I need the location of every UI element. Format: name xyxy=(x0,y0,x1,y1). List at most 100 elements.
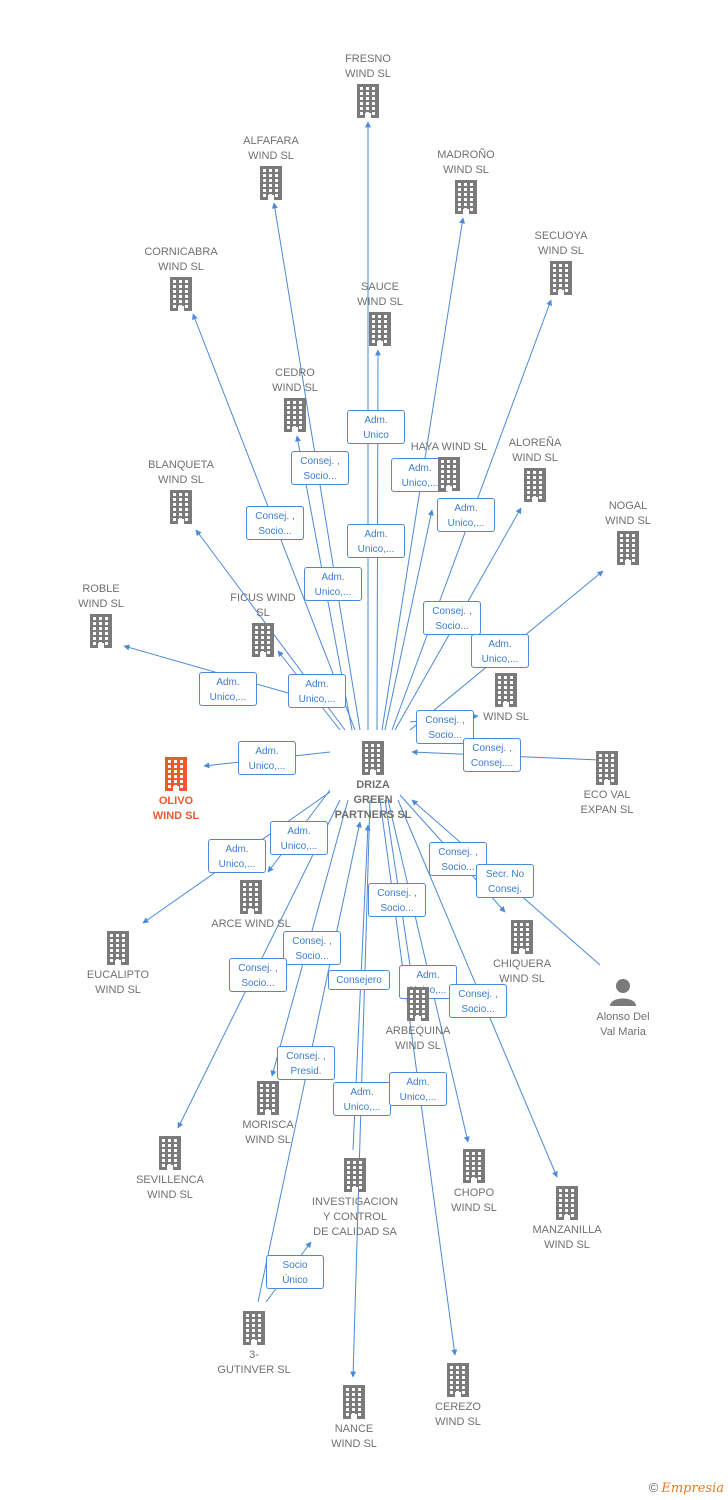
node-chopo[interactable]: CHOPO WIND SL xyxy=(414,1149,534,1216)
building-icon xyxy=(194,1311,314,1345)
node-manzanilla[interactable]: MANZANILLA WIND SL xyxy=(507,1186,627,1253)
edge-label[interactable]: Secr. No Consej. xyxy=(476,864,534,898)
node-label: 3- GUTINVER SL xyxy=(217,1349,291,1376)
node-alfafara[interactable]: ALFAFARA WIND SL xyxy=(211,134,331,200)
node-arce[interactable]: ARCE WIND SL xyxy=(191,880,311,932)
node-label: Alonso Del Val Maria xyxy=(596,1011,650,1038)
node-label: MADROÑO WIND SL xyxy=(437,149,495,176)
edge-label[interactable]: Consej. , Socio... xyxy=(283,931,341,965)
node-alorena[interactable]: ALOREÑA WIND SL xyxy=(475,436,595,502)
node-cerezo[interactable]: CEREZO WIND SL xyxy=(398,1363,518,1430)
edge-label[interactable]: Adm. Unico,... xyxy=(288,674,346,708)
node-label: HAYA WIND SL xyxy=(410,441,488,453)
edge-label[interactable]: Adm. Unico,... xyxy=(437,498,495,532)
node-label: NOGAL WIND SL xyxy=(605,500,651,527)
edge-label[interactable]: Socio Único xyxy=(266,1255,324,1289)
node-label: EUCALIPTO WIND SL xyxy=(86,969,150,996)
node-investigacion[interactable]: INVESTIGACION Y CONTROL DE CALIDAD SA xyxy=(295,1158,415,1240)
node-arbequina[interactable]: ARBEQUINA WIND SL xyxy=(358,987,478,1054)
building-icon xyxy=(208,1081,328,1115)
edge-label[interactable]: Adm. Unico,... xyxy=(208,839,266,873)
node-label: DRIZA GREEN PARTNERS SL xyxy=(334,779,412,821)
edge-label[interactable]: Consej. , Socio... xyxy=(368,883,426,917)
node-label: OLIVO WIND SL xyxy=(152,795,200,822)
node-sevillenca[interactable]: SEVILLENCA WIND SL xyxy=(110,1136,230,1203)
edge-label[interactable]: Adm. Unico xyxy=(347,410,405,444)
node-label: ARCE WIND SL xyxy=(211,918,291,930)
building-icon xyxy=(58,931,178,965)
building-icon xyxy=(501,261,621,295)
edge-label[interactable]: Adm. Unico,... xyxy=(199,672,257,706)
node-cornicabra[interactable]: CORNICABRA WIND SL xyxy=(121,245,241,311)
node-label: CORNICABRA WIND SL xyxy=(144,246,218,273)
node-label: NANCE WIND SL xyxy=(331,1423,377,1450)
brand-logo: Empresia xyxy=(661,1481,724,1496)
node-sauce[interactable]: SAUCE WIND SL xyxy=(320,280,440,346)
building-icon xyxy=(475,468,595,502)
node-cedro[interactable]: CEDRO WIND SL xyxy=(235,366,355,432)
edge-label[interactable]: Consej. , Socio... xyxy=(416,710,474,744)
node-secuoya[interactable]: SECUOYA WIND SL xyxy=(501,229,621,295)
node-label: FRESNO WIND SL xyxy=(345,53,391,80)
node-gutinver[interactable]: 3- GUTINVER SL xyxy=(194,1311,314,1378)
node-windsl[interactable]: WIND SL xyxy=(446,673,566,725)
node-blanqueta[interactable]: BLANQUETA WIND SL xyxy=(121,458,241,524)
building-icon xyxy=(121,277,241,311)
node-label: CEDRO WIND SL xyxy=(272,367,318,394)
person-icon xyxy=(563,977,683,1007)
node-label: ECO VAL EXPAN SL xyxy=(580,789,634,816)
edge-label[interactable]: Consej. , Presid. xyxy=(277,1046,335,1080)
node-madrono[interactable]: MADROÑO WIND SL xyxy=(406,148,526,214)
node-driza[interactable]: DRIZA GREEN PARTNERS SL xyxy=(313,741,433,823)
node-morisca[interactable]: MORISCA WIND SL xyxy=(208,1081,328,1148)
edge-label[interactable]: Adm. Unico,... xyxy=(270,821,328,855)
building-icon xyxy=(398,1363,518,1397)
node-label: CEREZO WIND SL xyxy=(435,1401,481,1428)
edge-label[interactable]: Adm. Unico,... xyxy=(333,1082,391,1116)
building-icon xyxy=(414,1149,534,1183)
node-fresno[interactable]: FRESNO WIND SL xyxy=(308,52,428,118)
node-nogal[interactable]: NOGAL WIND SL xyxy=(568,499,688,565)
node-label: SECUOYA WIND SL xyxy=(534,230,588,257)
building-icon xyxy=(121,490,241,524)
edge-label[interactable]: Adm. Unico,... xyxy=(347,524,405,558)
node-roble[interactable]: ROBLE WIND SL xyxy=(41,582,161,648)
node-label: WIND SL xyxy=(483,711,529,723)
node-label: MANZANILLA WIND SL xyxy=(532,1224,602,1251)
node-chiquera[interactable]: CHIQUERA WIND SL xyxy=(462,920,582,987)
building-icon xyxy=(547,751,667,785)
building-icon xyxy=(507,1186,627,1220)
edge-label[interactable]: Consej. , Socio... xyxy=(229,958,287,992)
building-icon xyxy=(294,1385,414,1419)
node-eucalipto[interactable]: EUCALIPTO WIND SL xyxy=(58,931,178,998)
edge-label[interactable]: Consej. , Socio... xyxy=(291,451,349,485)
edge-label[interactable]: Adm. Unico,... xyxy=(471,634,529,668)
node-nance[interactable]: NANCE WIND SL xyxy=(294,1385,414,1452)
building-icon xyxy=(313,741,433,775)
building-icon xyxy=(406,180,526,214)
edge-label[interactable]: Consejero xyxy=(328,970,390,990)
edge-label[interactable]: Consej. , Socio... xyxy=(423,601,481,635)
edge-label[interactable]: Consej. , Socio... xyxy=(449,984,507,1018)
node-olivo[interactable]: OLIVO WIND SL xyxy=(116,757,236,824)
edge-label[interactable]: Adm. Unico,... xyxy=(389,1072,447,1106)
node-label: MORISCA WIND SL xyxy=(242,1119,294,1146)
building-icon xyxy=(389,457,509,491)
brand-footer[interactable]: ©Empresia xyxy=(649,1480,724,1496)
node-haya[interactable]: HAYA WIND SL xyxy=(389,440,509,491)
building-icon xyxy=(358,987,478,1021)
building-icon xyxy=(320,312,440,346)
edge-label[interactable]: Adm. Unico,... xyxy=(304,567,362,601)
building-icon xyxy=(462,920,582,954)
node-label: FICUS WIND SL xyxy=(230,592,296,619)
edge-label[interactable]: Adm. Unico,... xyxy=(238,741,296,775)
building-icon xyxy=(235,398,355,432)
building-icon xyxy=(41,614,161,648)
node-ecoval[interactable]: ECO VAL EXPAN SL xyxy=(547,751,667,818)
node-ficus[interactable]: FICUS WIND SL xyxy=(203,591,323,657)
copyright-icon: © xyxy=(648,1480,659,1495)
edge-label[interactable]: Consej. , Consej.... xyxy=(463,738,521,772)
node-label: BLANQUETA WIND SL xyxy=(148,459,214,486)
edge-label[interactable]: Consej. , Socio... xyxy=(246,506,304,540)
node-alonso[interactable]: Alonso Del Val Maria xyxy=(563,977,683,1040)
